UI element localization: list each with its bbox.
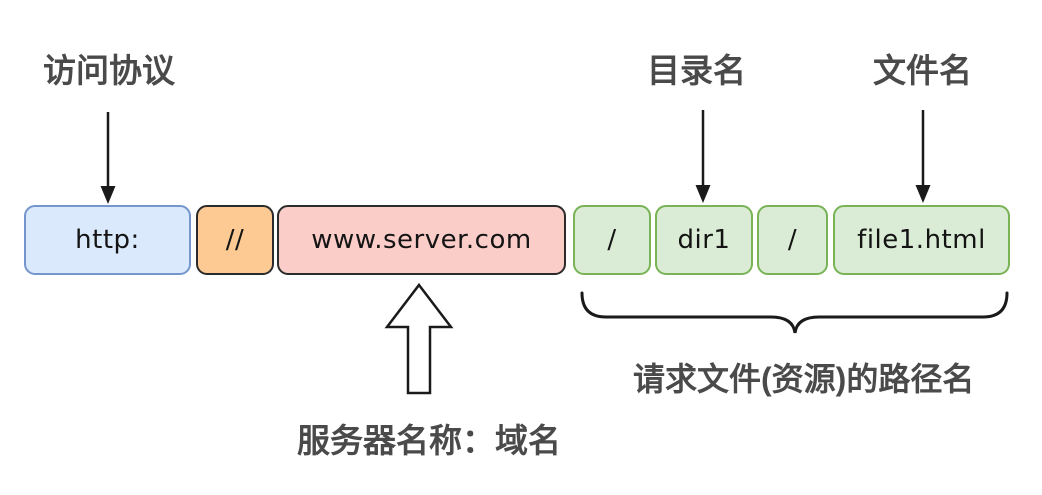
protocol-arrow-icon (100, 112, 116, 204)
label-directory-name: 目录名 (647, 52, 746, 89)
url-segment-file: file1.html (833, 205, 1010, 275)
url-segment-double-slash: // (196, 205, 274, 275)
label-access-protocol: 访问协议 (43, 52, 175, 89)
server-up-arrow-icon (384, 282, 454, 395)
path-brace-icon (580, 291, 1009, 334)
filename-arrow-icon (915, 110, 931, 203)
label-request-path: 请求文件(资源)的路径名 (633, 361, 975, 397)
url-segment-host: www.server.com (277, 205, 566, 275)
directory-arrow-icon (695, 110, 711, 203)
label-server-domain: 服务器名称：域名 (297, 422, 561, 459)
url-segment-protocol: http: (24, 205, 191, 275)
url-segment-slash-2: / (757, 205, 828, 275)
url-segment-directory: dir1 (655, 205, 753, 275)
url-segment-slash-1: / (573, 205, 651, 275)
label-file-name: 文件名 (873, 52, 972, 89)
